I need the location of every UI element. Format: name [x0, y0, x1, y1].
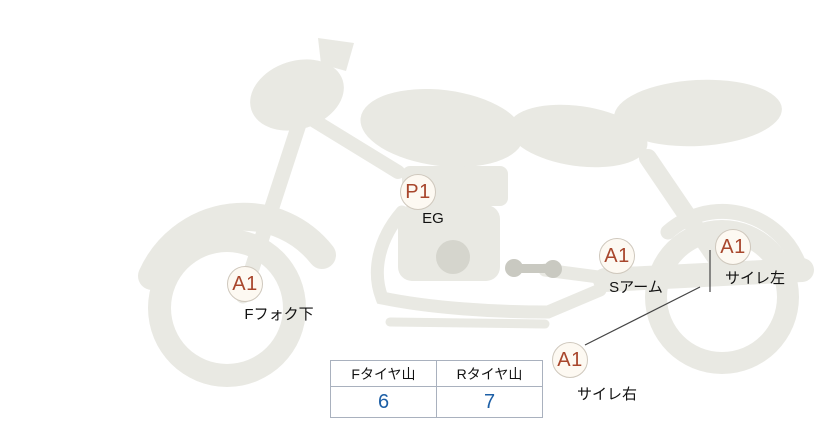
- mirror: [318, 38, 354, 71]
- rear-shock: [639, 149, 725, 267]
- fuel-tank: [360, 88, 524, 168]
- silencer: [593, 258, 814, 292]
- damage-label-silencer-left: サイレ左: [724, 270, 786, 287]
- damage-label-front-fork: Fフォク下: [244, 306, 314, 323]
- lower-frame-tube: [385, 317, 550, 329]
- mirror-stalk: [318, 63, 333, 88]
- front-fork: [235, 104, 311, 304]
- damage-label-engine: EG: [422, 210, 444, 227]
- exhaust-pipe: [370, 205, 607, 319]
- damage-code: P1: [405, 180, 431, 203]
- damage-code: A1: [232, 272, 258, 295]
- damage-marker-front-fork: A1: [227, 266, 263, 302]
- frame-tube: [298, 108, 405, 179]
- front-fender: [138, 202, 336, 290]
- crankcase: [436, 240, 470, 274]
- damage-marker-engine: P1: [400, 174, 436, 210]
- front-tire-header: Fタイヤ山: [330, 360, 437, 387]
- seat: [508, 104, 648, 168]
- rear-cowl: [614, 79, 782, 147]
- damage-label-swing-arm: Sアーム: [609, 279, 663, 296]
- front-tire-tread-value: 6: [330, 386, 437, 418]
- damage-code: A1: [720, 235, 746, 258]
- leader-line-silencer-right: [584, 286, 701, 346]
- damage-marker-swing-arm: A1: [599, 238, 635, 274]
- headlight: [250, 59, 344, 131]
- damage-code: A1: [604, 244, 630, 267]
- damage-label-silencer-right: サイレ右: [576, 386, 638, 403]
- tire-tread-table: Fタイヤ山 Rタイヤ山 6 7: [330, 360, 543, 418]
- rear-tire-header: Rタイヤ山: [436, 360, 543, 387]
- damage-code: A1: [557, 348, 583, 371]
- damage-marker-silencer-left: A1: [715, 229, 751, 265]
- rear-tire-tread-value: 7: [436, 386, 543, 418]
- damage-marker-silencer-right: A1: [552, 342, 588, 378]
- pivot-bar: [514, 264, 553, 273]
